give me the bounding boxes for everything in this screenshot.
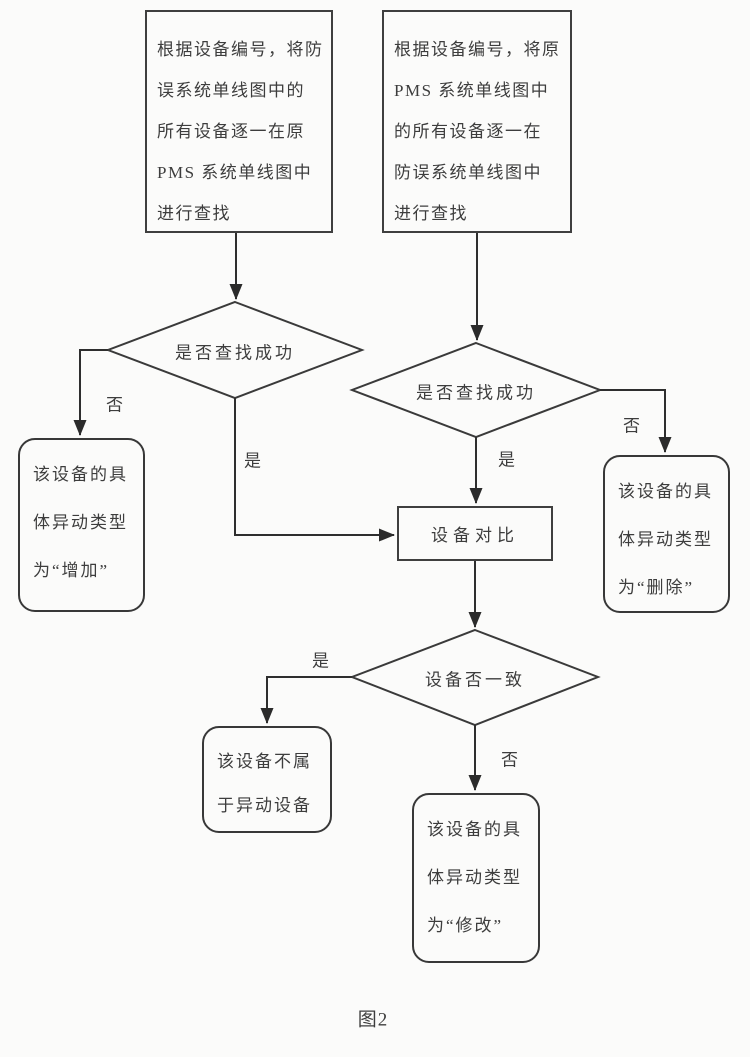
- text-line: 为“增加”: [33, 561, 110, 580]
- text-line: 进行查找: [157, 204, 231, 223]
- process-box-search-in-pms: 根据设备编号，将防 误系统单线图中的 所有设备逐一在原 PMS 系统单线图中 进…: [145, 10, 333, 233]
- text-line: 该设备的具: [618, 482, 713, 501]
- edge-label-consistent-no: 否: [501, 750, 521, 770]
- text-line: 为“修改”: [427, 916, 504, 935]
- text-line: PMS 系统单线图中: [394, 81, 550, 100]
- edge-label-found-right-no: 否: [623, 416, 643, 436]
- connector-foundleft-no-to-add: [73, 349, 108, 436]
- decision-label-found-left: 是否查找成功: [175, 343, 295, 363]
- terminal-box-type-modify: 该设备的具 体异动类型 为“修改”: [412, 793, 540, 963]
- edge-label-found-right-yes: 是: [498, 450, 518, 470]
- decision-label-consistent: 设备否一致: [425, 670, 525, 690]
- decision-label-found-right: 是否查找成功: [416, 383, 536, 403]
- edge-label-found-left-no: 否: [106, 395, 126, 415]
- text-line: 该设备的具: [427, 820, 522, 839]
- process-box-compare: 设备对比: [397, 506, 553, 561]
- text-line: 所有设备逐一在原: [157, 122, 305, 141]
- text-line: 的所有设备逐一在: [394, 122, 542, 141]
- process-box-search-in-fangwu: 根据设备编号，将原 PMS 系统单线图中 的所有设备逐一在 防误系统单线图中 进…: [382, 10, 572, 233]
- connector-consistent-yes-to-notchanged: [260, 676, 352, 724]
- text-line: 进行查找: [394, 204, 468, 223]
- connector-foundleft-yes-to-compare: [234, 398, 395, 542]
- text-line: 误系统单线图中的: [157, 81, 305, 100]
- text-line: 于异动设备: [217, 796, 312, 815]
- edge-label-consistent-yes: 是: [312, 651, 332, 671]
- text-line: 为“删除”: [618, 578, 695, 597]
- figure-caption: 图2: [357, 1009, 389, 1031]
- terminal-box-not-changed: 该设备不属 于异动设备: [202, 726, 332, 833]
- text-line: 体异动类型: [427, 868, 522, 887]
- text-line: 体异动类型: [618, 530, 713, 549]
- text-line: 设备对比: [431, 526, 519, 545]
- text-line: 根据设备编号，将原: [394, 40, 561, 59]
- text-line: PMS 系统单线图中: [157, 163, 313, 182]
- terminal-box-type-add: 该设备的具 体异动类型 为“增加”: [18, 438, 145, 612]
- text-line: 该设备的具: [33, 465, 128, 484]
- text-line: 该设备不属: [217, 752, 312, 771]
- text-line: 根据设备编号，将防: [157, 40, 324, 59]
- text-line: 体异动类型: [33, 513, 128, 532]
- terminal-box-type-delete: 该设备的具 体异动类型 为“删除”: [603, 455, 730, 613]
- edge-label-found-left-yes: 是: [244, 451, 264, 471]
- connector-foundright-no-to-delete: [600, 389, 672, 453]
- text-line: 防误系统单线图中: [394, 163, 542, 182]
